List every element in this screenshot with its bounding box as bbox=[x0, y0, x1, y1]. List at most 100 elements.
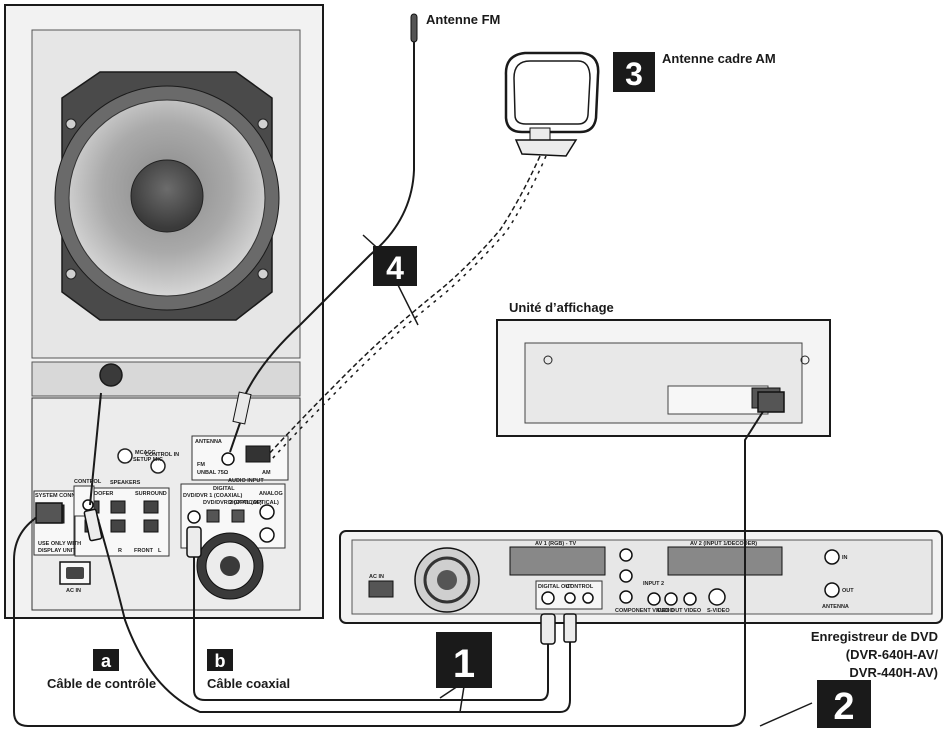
antenna-terminal-block bbox=[191, 435, 289, 481]
video-small-label: VIDEO bbox=[684, 608, 702, 614]
use-only-label: USE ONLY WITH bbox=[38, 541, 81, 547]
coax-plug-recorder bbox=[540, 613, 556, 645]
badge-b-text: b bbox=[215, 651, 226, 671]
subwoofer-unit: MCACC SETUP MIC CONTROL IN SPEAKERS SUBW… bbox=[4, 4, 324, 619]
control-label: CONTROL bbox=[74, 479, 102, 485]
fm-antenna-tip bbox=[410, 13, 418, 43]
optical-input-2[interactable] bbox=[231, 509, 245, 523]
am-twisted-wire-a bbox=[267, 155, 541, 456]
cooling-fan-center bbox=[220, 556, 240, 576]
fm-antenna: Antenne FM bbox=[229, 12, 500, 453]
am-loop-inner bbox=[513, 60, 591, 125]
unbal-label: UNBAL 75Ω bbox=[197, 470, 229, 476]
mcacc-label: MCACC bbox=[135, 450, 155, 456]
coaxial-input-jack[interactable] bbox=[187, 510, 201, 524]
optical-input-1[interactable] bbox=[206, 509, 220, 523]
analog-input-l[interactable] bbox=[259, 504, 275, 520]
fm-antenna-wire bbox=[244, 42, 415, 396]
setup-mic-label: SETUP MIC bbox=[133, 457, 163, 463]
rf-antenna-out[interactable] bbox=[824, 582, 840, 598]
recorder-coaxial-out[interactable] bbox=[541, 591, 555, 605]
component-label: COMPONENT VIDEO OUT bbox=[615, 608, 683, 614]
control-in-jack[interactable] bbox=[150, 458, 166, 474]
fm-antenna-plug bbox=[232, 391, 252, 425]
dvd-recorder: AC IN AV 1 (RGB) - TV AV 2 (INPUT 1/DECO… bbox=[339, 530, 943, 624]
speakers-label: SPEAKERS bbox=[110, 480, 141, 486]
rf-out-label: OUT bbox=[842, 588, 854, 594]
recorder-control-jack[interactable] bbox=[564, 592, 576, 604]
recorder-label-line3: DVR-440H-AV) bbox=[849, 665, 938, 680]
badge-3: 3 bbox=[613, 52, 655, 92]
ac-inlet-socket bbox=[66, 567, 84, 579]
recorder-ac-in[interactable] bbox=[368, 580, 394, 598]
digital-out-label: DIGITAL OUT bbox=[538, 584, 573, 590]
mcacc-jack[interactable] bbox=[117, 448, 133, 464]
svideo-label: S-VIDEO bbox=[707, 608, 730, 614]
recorder-fan-center bbox=[437, 570, 457, 590]
digital-label: DIGITAL bbox=[213, 486, 235, 492]
bass-port-panel bbox=[31, 361, 301, 397]
display-screw-right bbox=[800, 355, 810, 365]
rf-antenna-label: ANTENNA bbox=[822, 604, 849, 610]
fm-antenna-jack[interactable] bbox=[221, 452, 235, 466]
fm-plug-lead bbox=[229, 422, 241, 453]
display-screw-left bbox=[543, 355, 553, 365]
av1-label: AV 1 (RGB) - TV bbox=[535, 541, 576, 547]
control-cable-from-port bbox=[89, 392, 102, 506]
am-loop-antenna: Antenne cadre AM bbox=[267, 51, 776, 460]
front-r-label: R bbox=[118, 548, 122, 554]
am-antenna-terminals[interactable] bbox=[245, 445, 271, 463]
recorder-control-label: CONTROL bbox=[566, 584, 594, 590]
av2-label: AV 2 (INPUT 1/DECODER) bbox=[690, 541, 757, 547]
control-in-label: CONTROL IN bbox=[145, 452, 179, 458]
badge-3-text: 3 bbox=[625, 56, 643, 92]
control-out-jack[interactable] bbox=[82, 499, 94, 511]
system-plug-display bbox=[757, 391, 785, 413]
antenna-label: ANTENNA bbox=[195, 439, 222, 445]
input2-jacks[interactable] bbox=[647, 592, 697, 606]
badge-4-text: 4 bbox=[386, 250, 404, 286]
digital-optical-label: DIGITAL (OPTICAL) bbox=[228, 500, 279, 506]
coaxial-cable-label: Câble coaxial bbox=[207, 676, 290, 691]
ac-in-label: AC IN bbox=[66, 588, 81, 594]
control-cable-label: Câble de contrôle bbox=[47, 676, 156, 691]
system-connector-label: SYSTEM CONNECTOR bbox=[35, 493, 95, 499]
control-plug-subwoofer bbox=[83, 508, 103, 542]
display-port-recess bbox=[667, 385, 769, 415]
badge-a: a bbox=[93, 649, 119, 671]
display-unit-small-label: DISPLAY UNIT bbox=[38, 548, 76, 554]
input2-label: INPUT 2 bbox=[643, 581, 664, 587]
bass-port bbox=[99, 363, 123, 387]
component-jacks[interactable] bbox=[619, 548, 633, 604]
badge-b: b bbox=[207, 649, 233, 671]
front-label: FRONT bbox=[134, 548, 154, 554]
am-loop-stand bbox=[529, 127, 551, 141]
recorder-fan-ring bbox=[423, 556, 471, 604]
am-loop-base bbox=[514, 139, 578, 157]
control-plug-recorder bbox=[563, 613, 577, 643]
badge-1: 1 bbox=[436, 632, 492, 688]
recorder-glink-jack[interactable] bbox=[582, 592, 594, 604]
surround-label: SURROUND bbox=[135, 491, 167, 497]
control-cable bbox=[94, 508, 571, 713]
badge-4: 4 bbox=[373, 246, 417, 286]
svideo-jack[interactable] bbox=[708, 588, 726, 606]
cable-plugs bbox=[35, 391, 785, 645]
badge-1-text: 1 bbox=[453, 642, 475, 686]
recorder-label-line1: Enregistreur de DVD bbox=[811, 629, 938, 644]
recorder-label-line2: (DVR-640H-AV/ bbox=[846, 647, 939, 662]
scart-av2[interactable] bbox=[667, 546, 783, 576]
display-unit-label: Unité d’affichage bbox=[509, 300, 614, 315]
rf-antenna-in[interactable] bbox=[824, 549, 840, 565]
scart-av1[interactable] bbox=[509, 546, 606, 576]
am-twisted-wire-b bbox=[271, 155, 547, 460]
woofer-screws bbox=[65, 118, 269, 280]
display-unit: Unité d’affichage bbox=[496, 300, 831, 437]
system-cable bbox=[13, 409, 765, 727]
coaxial-cable bbox=[193, 540, 549, 701]
am-loop-outer bbox=[504, 51, 600, 134]
subwoofer-terminal-label: SUBWOOFER bbox=[77, 491, 113, 497]
badge-2-text: 2 bbox=[833, 686, 854, 728]
analog-input-r[interactable] bbox=[259, 527, 275, 543]
